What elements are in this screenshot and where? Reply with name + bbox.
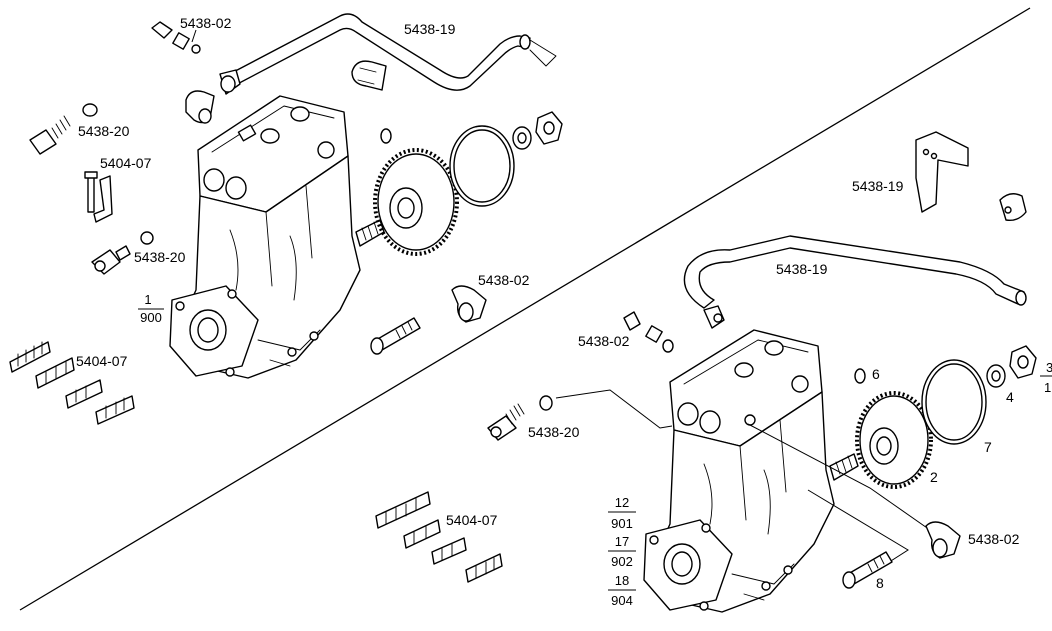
plug-5438-20-a <box>29 103 98 155</box>
fraction-17-902: 17 902 <box>608 534 636 569</box>
long-bolt-2 <box>842 551 893 589</box>
label-5438-02-b: 5438-02 <box>968 531 1020 547</box>
clip-bracket <box>999 193 1027 222</box>
label-5438-02-top: 5438-02 <box>180 15 232 31</box>
pipe-5438-19-top <box>219 13 557 95</box>
gear-1 <box>373 128 459 256</box>
callout-6: 6 <box>872 366 880 382</box>
callout-7: 7 <box>984 439 992 455</box>
washer-nut-1 <box>512 111 563 150</box>
fraction-bottom: 902 <box>611 554 633 569</box>
label-5404-07-b: 5404-07 <box>76 353 128 369</box>
compressor-body-1 <box>169 95 385 379</box>
pipe-clamp-top <box>351 60 387 91</box>
compressor-body-2 <box>643 329 859 613</box>
callout-2: 2 <box>930 469 938 485</box>
fraction-bottom: 901 <box>611 516 633 531</box>
label-5438-19-top: 5438-19 <box>404 21 456 37</box>
fraction-12-901: 12 901 <box>608 495 636 531</box>
fraction-top: 12 <box>615 495 629 510</box>
gasket-ring-1 <box>449 125 515 207</box>
fraction-top: 1 <box>144 292 151 307</box>
label-5404-07-c: 5404-07 <box>446 512 498 528</box>
label-5438-20-b: 5438-20 <box>134 249 186 265</box>
fraction-18-904: 18 904 <box>608 573 636 608</box>
fitting-5438-02-top <box>151 21 201 54</box>
long-bolt-1 <box>370 317 421 355</box>
callout-4: 4 <box>1006 389 1014 405</box>
label-5438-20-c: 5438-20 <box>528 424 580 440</box>
plug-5438-20-b <box>91 231 154 275</box>
plug-5438-20-c <box>487 395 553 441</box>
label-5404-07-a: 5404-07 <box>100 155 152 171</box>
clip-set-5404-07-left <box>9 341 135 425</box>
label-5438-19-bracket: 5438-19 <box>852 178 904 194</box>
elbow-5438-02-b <box>925 521 961 559</box>
fraction-top: 17 <box>615 534 629 549</box>
gear-2 <box>854 368 933 489</box>
fitting-5438-02-a <box>623 311 674 353</box>
leader-line-5438-02-b <box>747 423 931 531</box>
fraction-1-900: 1 900 <box>138 292 164 325</box>
gasket-ring-2 <box>921 359 987 445</box>
bracket-5438-19 <box>915 131 969 213</box>
pipe-5438-19-bottom <box>683 235 1027 329</box>
bolt-clip-5404-07-a <box>84 171 113 223</box>
label-5438-02-mid: 5438-02 <box>478 272 530 288</box>
elbow-fitting-top <box>185 90 215 124</box>
fraction-bottom: 1 <box>1044 380 1051 395</box>
label-5438-20-a: 5438-20 <box>78 123 130 139</box>
clip-set-5404-07-bottom <box>375 491 503 583</box>
label-5438-19-bottom: 5438-19 <box>776 261 828 277</box>
fraction-top: 18 <box>615 573 629 588</box>
washer-nut-2 <box>986 345 1037 388</box>
elbow-5438-02-mid <box>451 285 487 323</box>
diagonal-divider <box>19 7 1031 611</box>
fraction-3-1: 3 1 <box>1040 360 1052 395</box>
label-5438-02-a: 5438-02 <box>578 333 630 349</box>
fraction-bottom: 900 <box>140 310 162 325</box>
callout-8: 8 <box>876 575 884 591</box>
fraction-top: 3 <box>1046 360 1052 375</box>
fraction-bottom: 904 <box>611 593 633 608</box>
leader-line-5438-20 <box>555 389 673 429</box>
